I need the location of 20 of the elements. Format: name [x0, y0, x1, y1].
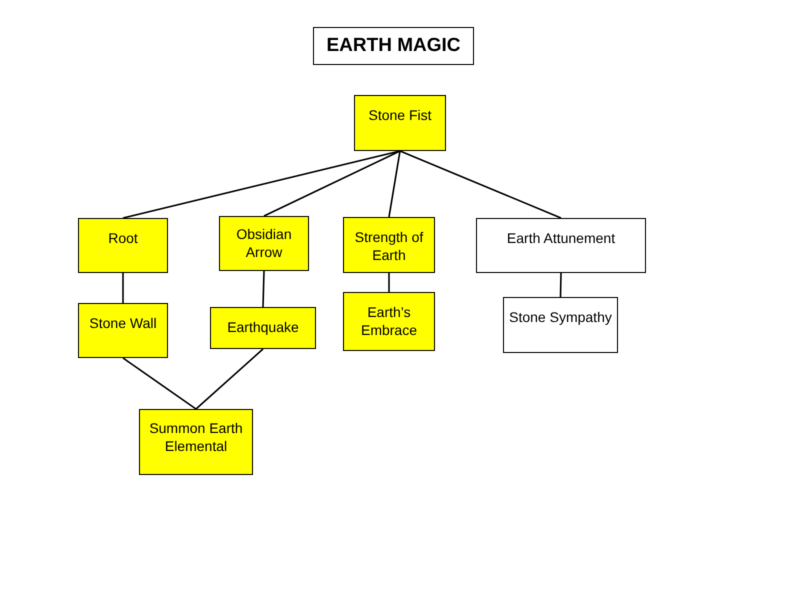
skill-box: Earth’s Embrace: [343, 292, 435, 351]
connector-line: [122, 273, 124, 303]
skill-box: Stone Fist: [354, 95, 446, 151]
connector-line: [264, 150, 400, 217]
title: EARTH MAGIC: [313, 27, 474, 65]
connector-line: [388, 273, 390, 292]
skill-box: Obsidian Arrow: [219, 216, 309, 271]
skill-box: Earth Attunement: [476, 218, 646, 273]
connector-line: [400, 150, 562, 219]
connector-line: [195, 348, 264, 410]
skill-box: Strength of Earth: [343, 217, 435, 273]
connector-line: [560, 272, 562, 298]
connector-line: [388, 150, 401, 218]
skill-box: Stone Sympathy: [503, 297, 618, 353]
skill-box: Earthquake: [210, 307, 316, 349]
connector-line: [122, 357, 196, 410]
skill-box: Stone Wall: [78, 303, 168, 358]
skill-box: Summon Earth Elemental: [139, 409, 253, 475]
skill-box: Root: [78, 218, 168, 273]
connector-line: [262, 270, 265, 308]
